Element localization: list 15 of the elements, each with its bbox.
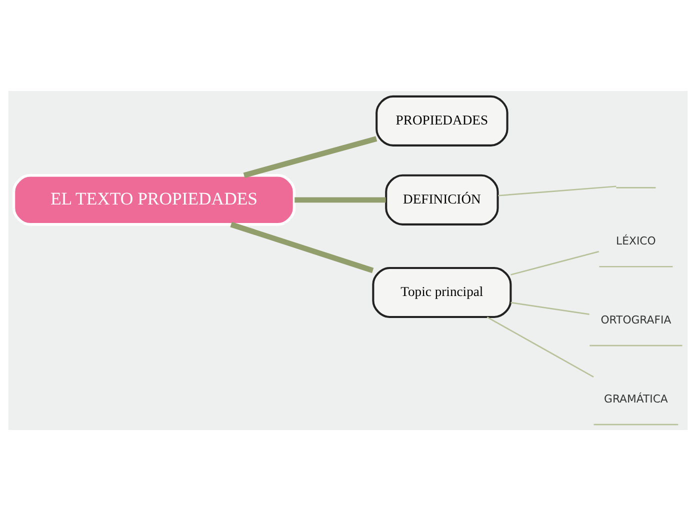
node-box: EL TEXTO PROPIEDADES [12,174,296,226]
connector [498,185,616,196]
connector [230,221,374,273]
node-bar [616,186,656,188]
connector [243,136,378,178]
connector [510,250,599,275]
connector [486,316,594,378]
node-box: PROPIEDADES [376,94,508,146]
connector [510,301,590,314]
node-box: Topic principal [372,266,512,318]
node-text: ORTOGRAFIA [600,313,672,326]
node-box: DEFINICIÓN [385,174,499,225]
node-text: LÉXICO [616,234,656,248]
node-text: GRAMÁTICA [604,392,668,406]
connector [294,196,386,202]
